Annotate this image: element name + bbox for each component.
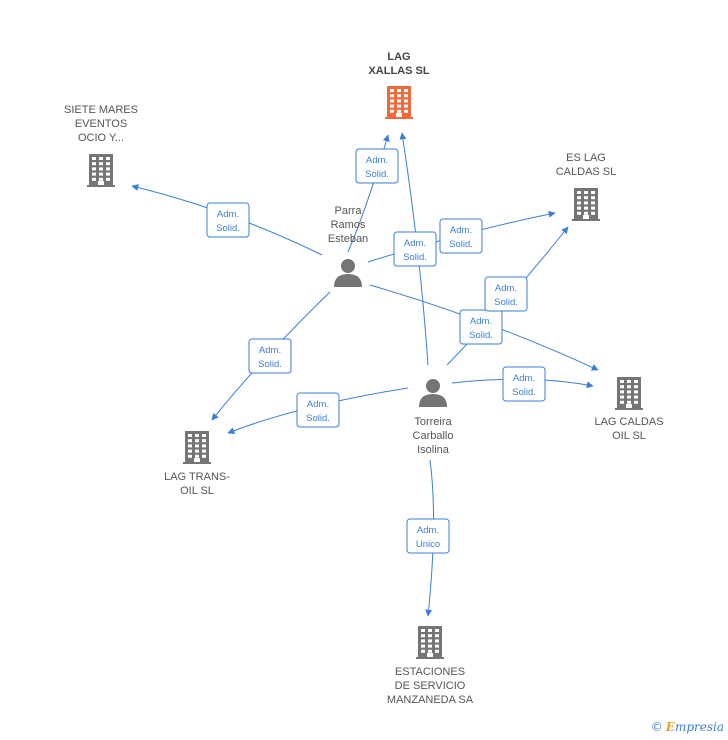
- building-icon: [615, 377, 643, 410]
- edge-role-text: Adm.: [470, 316, 492, 327]
- edge-role-text: Solid.: [494, 297, 518, 308]
- edge-role-text: Solid.: [469, 330, 493, 341]
- edge-role-text: Solid.: [258, 359, 282, 370]
- company-estaciones-label-line: ESTACIONES: [395, 666, 465, 678]
- empresia-logo[interactable]: ©Empresia: [650, 720, 724, 734]
- company-node-lag_caldas_oil[interactable]: LAG CALDAS OIL SL: [594, 377, 664, 442]
- person-parra-label-line: Esteban: [328, 233, 368, 245]
- edge-role-box: [355, 148, 399, 184]
- company-lag_xallas-label-line: XALLAS SL: [368, 65, 429, 77]
- edge-role-text: Unico: [416, 539, 440, 550]
- company-lag_xallas-label-line: LAG: [387, 51, 410, 63]
- edge-role-text: Adm.: [259, 345, 281, 356]
- company-estaciones-label-line: DE SERVICIO: [395, 680, 466, 692]
- company-lag_trans_oil-label-line: OIL SL: [180, 485, 214, 497]
- edge-role-box: [296, 392, 340, 428]
- edge-role-text: Adm.: [217, 209, 239, 220]
- edge-role-text: Adm.: [450, 225, 472, 236]
- building-icon: [572, 188, 600, 221]
- building-icon: [87, 154, 115, 187]
- edge-role-badge[interactable]: Adm. Solid.: [459, 309, 503, 345]
- person-parra-label-line: Parra: [335, 205, 363, 217]
- edge-role-badge[interactable]: Adm. Solid.: [393, 231, 437, 267]
- company-siete_mares-label-line: EVENTOS: [75, 118, 127, 130]
- edge-role-badge[interactable]: Adm. Solid.: [484, 276, 528, 312]
- person-icon: [419, 379, 447, 407]
- building-icon: [183, 431, 211, 464]
- edge-role-text: Solid.: [512, 387, 536, 398]
- edge-role-badge[interactable]: Adm. Solid.: [296, 392, 340, 428]
- edge-role-badge[interactable]: Adm. Solid.: [248, 338, 292, 374]
- edge-role-badge[interactable]: Adm. Solid.: [439, 218, 483, 254]
- company-node-lag_xallas[interactable]: LAG XALLAS SL: [368, 51, 430, 119]
- company-es_lag_caldas-label-line: ES LAG: [566, 152, 606, 164]
- nodes-layer: LAG XALLAS SL SIETE MARES EVENTOS OCIO Y... E…: [64, 51, 664, 706]
- edge-role-box: [248, 338, 292, 374]
- person-torreira-label-line: Isolina: [417, 444, 450, 456]
- company-es_lag_caldas-label-line: CALDAS SL: [556, 166, 617, 178]
- building-icon: [385, 86, 413, 119]
- edge-role-text: Adm.: [513, 373, 535, 384]
- edge-role-text: Adm.: [495, 283, 517, 294]
- edge-role-badge[interactable]: Adm. Solid.: [206, 202, 250, 238]
- edge-role-badge[interactable]: Adm. Solid.: [502, 366, 546, 402]
- company-siete_mares-label-line: SIETE MARES: [64, 104, 138, 116]
- company-node-siete_mares[interactable]: SIETE MARES EVENTOS OCIO Y...: [64, 104, 138, 187]
- company-siete_mares-label-line: OCIO Y...: [78, 132, 124, 144]
- edge-role-text: Solid.: [365, 169, 389, 180]
- edge-role-badge[interactable]: Adm. Solid.: [355, 148, 399, 184]
- edge-role-box: [502, 366, 546, 402]
- edge-role-text: Adm.: [366, 155, 388, 166]
- edge-role-box: [206, 202, 250, 238]
- edge-labels-layer: Adm.Solid.Adm.Solid.Adm.Solid.Adm.Solid.…: [206, 148, 546, 554]
- building-icon: [416, 626, 444, 659]
- company-node-estaciones[interactable]: ESTACIONES DE SERVICIO MANZANEDA SA: [387, 626, 474, 706]
- edge-role-text: Adm.: [404, 238, 426, 249]
- edge-role-text: Adm.: [307, 399, 329, 410]
- company-lag_trans_oil-label-line: LAG TRANS-: [164, 471, 230, 483]
- company-node-lag_trans_oil[interactable]: LAG TRANS- OIL SL: [164, 431, 230, 497]
- company-estaciones-label-line: MANZANEDA SA: [387, 694, 474, 706]
- edge-role-box: [459, 309, 503, 345]
- person-parra-label-line: Ramos: [331, 219, 366, 231]
- edge-role-text: Solid.: [403, 252, 427, 263]
- edge-role-box: [393, 231, 437, 267]
- edge-role-text: Solid.: [449, 239, 473, 250]
- edge-role-box: [439, 218, 483, 254]
- person-torreira-label-line: Carballo: [413, 430, 454, 442]
- company-node-es_lag_caldas[interactable]: ES LAG CALDAS SL: [556, 152, 617, 221]
- edge-role-text: Solid.: [216, 223, 240, 234]
- person-icon: [334, 259, 362, 287]
- edge-role-text: Solid.: [306, 413, 330, 424]
- edge-role-box: [406, 518, 450, 554]
- person-torreira-label-line: Torreira: [414, 416, 452, 428]
- edge-role-text: Adm.: [417, 525, 439, 536]
- edge-role-box: [484, 276, 528, 312]
- edge-role-badge[interactable]: Adm. Unico: [406, 518, 450, 554]
- copyright-icon: ©: [650, 720, 663, 734]
- company-lag_caldas_oil-label-line: LAG CALDAS: [594, 416, 663, 428]
- company-lag_caldas_oil-label-line: OIL SL: [612, 430, 646, 442]
